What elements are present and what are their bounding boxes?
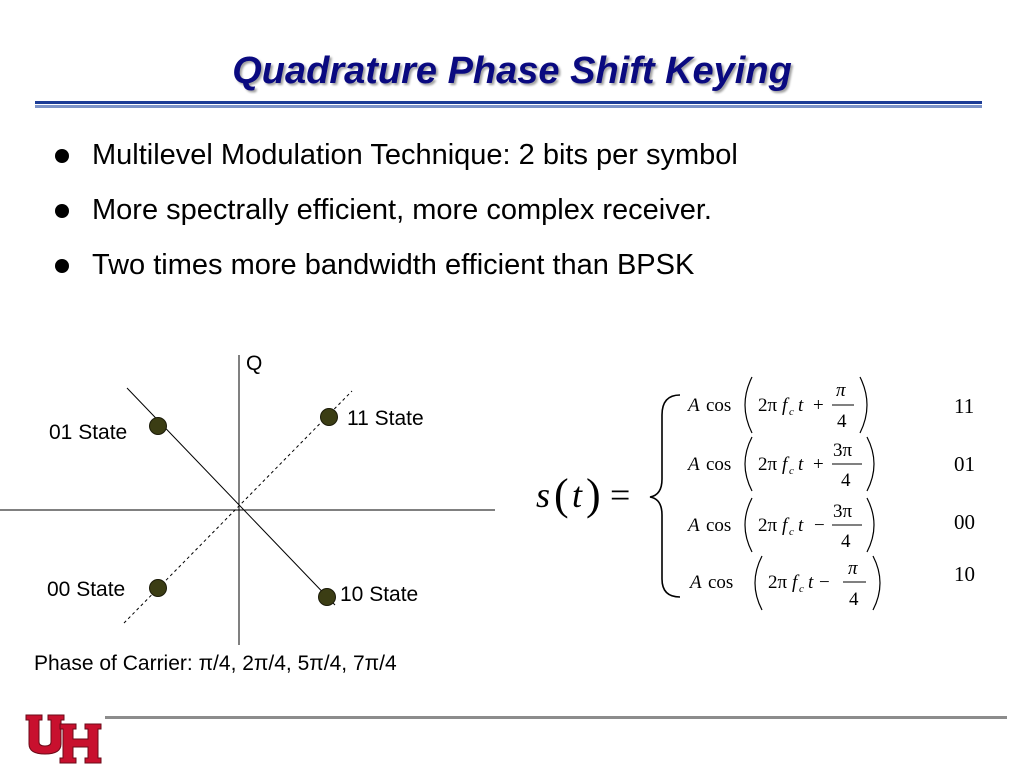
svg-text:f: f (792, 572, 800, 593)
svg-text:11: 11 (954, 394, 974, 418)
eq-paren-open: ( (554, 470, 569, 519)
svg-text:A: A (688, 572, 702, 593)
q-axis-label: Q (246, 352, 262, 375)
footer-divider (105, 716, 1007, 719)
svg-text:c: c (789, 406, 794, 418)
svg-text:cos: cos (706, 515, 731, 536)
eq-row-01: A cos 2π f c t + 3π 4 01 (686, 436, 975, 492)
state-point-10 (318, 588, 336, 606)
bullet-item: Two times more bandwidth efficient than … (55, 243, 738, 298)
state-point-01 (149, 417, 167, 435)
bullet-item: More spectrally efficient, more complex … (55, 188, 738, 243)
bullet-list: Multilevel Modulation Technique: 2 bits … (55, 133, 738, 298)
svg-text:4: 4 (841, 531, 851, 552)
constellation-diagram: Q 11 State 01 State 00 State 10 State (0, 352, 495, 645)
uh-logo-icon (25, 714, 102, 764)
svg-text:f: f (782, 515, 790, 536)
slide-title: Quadrature Phase Shift Keying (232, 50, 792, 92)
eq-row-11: A cos 2π f c t + π 4 11 (686, 376, 974, 434)
svg-text:00: 00 (954, 510, 975, 534)
svg-text:2π: 2π (768, 572, 788, 593)
svg-text:+: + (813, 395, 824, 416)
phase-caption: Phase of Carrier: π/4, 2π/4, 5π/4, 7π/4 (34, 652, 397, 675)
svg-text:t: t (798, 454, 804, 475)
bullet-text: More spectrally efficient, more complex … (92, 194, 712, 226)
bullet-text: Two times more bandwidth efficient than … (92, 249, 695, 281)
state-label-00: 00 State (47, 578, 125, 601)
svg-text:t: t (798, 515, 804, 536)
qpsk-equation: s ( t ) = A cos 2π f c t + π 4 11 A cos … (536, 376, 975, 611)
eq-paren-close: ) (586, 470, 601, 519)
eq-s: s (536, 475, 550, 515)
svg-text:3π: 3π (833, 440, 853, 461)
svg-text:c: c (799, 583, 804, 595)
svg-text:+: + (813, 454, 824, 475)
svg-text:c: c (789, 526, 794, 538)
eq-t: t (572, 475, 583, 515)
svg-text:3π: 3π (833, 501, 853, 522)
svg-text:π: π (836, 380, 846, 401)
eq-row-00: A cos 2π f c t − 3π 4 00 (686, 497, 975, 553)
svg-text:4: 4 (849, 589, 859, 610)
eq-row-10: A cos 2π f c t − π 4 10 (688, 555, 975, 611)
bullet-item: Multilevel Modulation Technique: 2 bits … (55, 133, 738, 188)
bullet-dot-icon (55, 259, 69, 273)
bullet-text: Multilevel Modulation Technique: 2 bits … (92, 139, 738, 171)
svg-text:t: t (798, 395, 804, 416)
svg-text:cos: cos (706, 395, 731, 416)
bullet-dot-icon (55, 204, 69, 218)
bullet-dot-icon (55, 149, 69, 163)
svg-text:A: A (686, 395, 700, 416)
svg-text:cos: cos (708, 572, 733, 593)
svg-text:01: 01 (954, 452, 975, 476)
state-label-01: 01 State (49, 421, 127, 444)
state-point-11 (320, 408, 338, 426)
svg-text:2π: 2π (758, 395, 778, 416)
svg-text:t: t (808, 572, 814, 593)
svg-text:2π: 2π (758, 454, 778, 475)
title-divider (35, 101, 982, 109)
state-label-11: 11 State (347, 407, 424, 430)
svg-text:2π: 2π (758, 515, 778, 536)
eq-brace (649, 394, 681, 598)
svg-text:f: f (782, 395, 790, 416)
svg-text:f: f (782, 454, 790, 475)
svg-text:cos: cos (706, 454, 731, 475)
svg-text:4: 4 (837, 411, 847, 432)
state-label-10: 10 State (340, 583, 418, 606)
svg-text:−: − (814, 515, 825, 536)
svg-text:A: A (686, 454, 700, 475)
svg-text:−: − (819, 572, 830, 593)
svg-text:4: 4 (841, 470, 851, 491)
svg-text:10: 10 (954, 562, 975, 586)
eq-equals: = (610, 475, 630, 515)
svg-text:A: A (686, 515, 700, 536)
svg-text:π: π (848, 558, 858, 579)
svg-text:c: c (789, 465, 794, 477)
state-point-00 (149, 579, 167, 597)
